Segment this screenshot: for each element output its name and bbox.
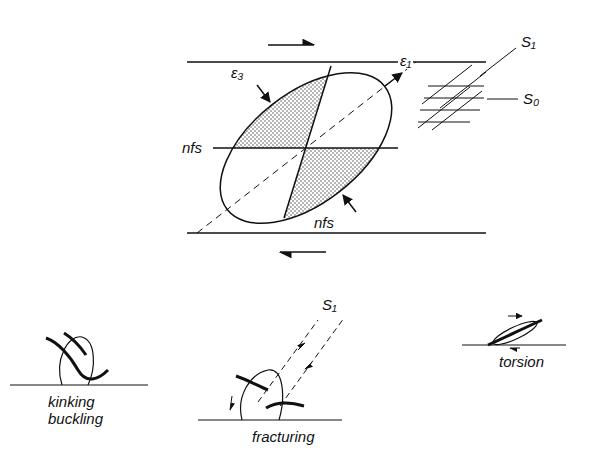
strain-arrow	[257, 85, 270, 102]
label: S₀	[521, 90, 541, 107]
label: S₁	[320, 296, 339, 313]
foliation-hatch	[418, 65, 486, 130]
label: nfs	[180, 139, 204, 156]
strain-arrow	[343, 195, 356, 212]
strain-arrow	[385, 73, 402, 86]
shear-arrow	[280, 251, 326, 253]
shear-zone	[187, 62, 486, 233]
long-axis	[197, 62, 416, 233]
label: torsion	[497, 353, 546, 370]
leader-line	[487, 99, 518, 100]
label: S₁	[519, 33, 538, 50]
stipple	[0, 0, 611, 358]
label: kinking buckling	[46, 393, 112, 427]
strain-ellipse	[193, 43, 418, 253]
nfs-line	[284, 66, 331, 218]
label: ε₃	[229, 64, 246, 81]
label: fracturing	[250, 428, 317, 445]
label: nfs	[312, 214, 336, 231]
torsion-sketch	[462, 316, 566, 349]
label: ε₁	[398, 52, 413, 69]
leader-line	[480, 48, 516, 76]
shear-arrow	[268, 44, 314, 46]
fracturing-sketch	[198, 318, 344, 420]
kinking-sketch	[10, 333, 148, 385]
